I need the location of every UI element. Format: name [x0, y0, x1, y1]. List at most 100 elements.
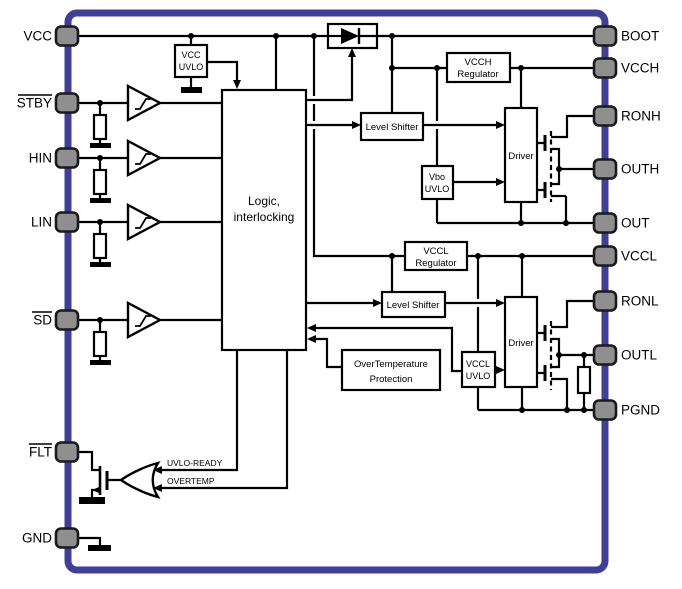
pin-label-gnd: GND: [22, 531, 52, 546]
junction-dot: [188, 33, 194, 39]
junction-dot: [311, 33, 317, 39]
function-blocks: VCC UVLO Logic, interlocking Level Shift…: [173, 43, 539, 392]
hysteresis-icon: [135, 98, 151, 110]
ground-bar-hin: [90, 198, 111, 203]
block-vccl-uvlo: VCCL UVLO: [460, 350, 497, 389]
wire-uvlo-ready: [162, 350, 239, 472]
junction-dot: [389, 33, 395, 39]
ground-bar-sd: [90, 360, 111, 365]
pin-label-ronl: RONL: [621, 294, 659, 309]
junction-dot: [97, 219, 103, 225]
resistor-stby: [92, 113, 108, 141]
block-overtemperature-protection-box: [340, 348, 442, 392]
arrow-vccl-uvlo-out: [496, 366, 505, 374]
block-vcch-regulator-box: [445, 51, 512, 84]
junction-dot: [475, 253, 481, 259]
block-level-shifter-low-label: Level Shifter: [387, 300, 440, 311]
block-vcc-uvlo-label2: UVLO: [179, 62, 204, 72]
signal-uvlo-ready-label: UVLO-READY: [167, 458, 223, 468]
output-stage-high: [543, 131, 553, 202]
pin-pgnd: PGND: [592, 399, 660, 421]
wire-out: [437, 196, 596, 225]
right-pins: BOOT VCCH RONH OUTH OUT VCCL RONL OUTL: [592, 25, 661, 421]
junction-dot: [273, 33, 279, 39]
pin-label-out: OUT: [621, 216, 650, 231]
wire-fb-uvlo: [316, 326, 462, 373]
wires: [78, 34, 596, 545]
junction-dot: [564, 407, 570, 413]
pin-outh: OUTH: [592, 158, 659, 180]
block-vbo-uvlo: Vbo UVLO: [420, 164, 455, 201]
wire-fb-overtemp: [316, 337, 342, 369]
pin-gnd: GND: [22, 527, 80, 549]
wire-vccl: [390, 254, 596, 297]
wire-outh: [551, 147, 596, 186]
ground-symbols: [79, 87, 202, 551]
flt-mosfet-source-arrow: [92, 487, 99, 493]
junction-dot: [563, 220, 569, 226]
junction-dot: [519, 253, 525, 259]
block-vccl-uvlo-label2: UVLO: [466, 371, 491, 381]
bootstrap-diode: [326, 22, 379, 50]
wire-fet-src-low: [551, 377, 569, 410]
junction-dot: [519, 407, 525, 413]
arrow-uvlo-to-logic: [233, 80, 241, 89]
pin-vccl: VCCL: [592, 245, 658, 267]
pin-pad: [54, 309, 80, 331]
block-overtemperature-protection-label2: Protection: [370, 374, 413, 385]
signal-overtemp-label: OVERTEMP: [167, 476, 215, 486]
pin-stby: STBY: [17, 92, 80, 114]
ground-bar-gnd: [88, 545, 111, 551]
junction-dot: [556, 352, 562, 358]
pin-pad: [592, 344, 618, 366]
pin-boot: BOOT: [592, 25, 659, 47]
pin-vcc: VCC: [23, 25, 80, 47]
wire-bootstrap-control: [306, 57, 354, 102]
pin-label-outl: OUTL: [621, 348, 657, 363]
arrow-bootstrap: [348, 48, 356, 57]
block-level-shifter-high-box: [359, 111, 425, 142]
block-overtemperature-protection-label1: OverTemperature: [354, 359, 428, 370]
block-vcch-regulator-label1: VCCH: [465, 57, 492, 68]
wire-vcc-rail: [312, 36, 405, 258]
pin-pad: [54, 25, 80, 47]
pin-pad: [592, 57, 618, 79]
wire-overtemp: [162, 350, 289, 490]
wire-gnd: [78, 536, 102, 545]
block-vcch-regulator-label2: Regulator: [457, 69, 498, 80]
block-driver-low-box: [503, 295, 539, 389]
pin-vcch: VCCH: [592, 57, 659, 79]
block-level-shifter-low-box: [380, 290, 447, 319]
pin-label-lin: LIN: [31, 215, 52, 230]
ground-bar-vcc-uvlo: [181, 87, 202, 93]
wire-vcch: [510, 66, 596, 108]
ground-bar-flt: [79, 497, 105, 504]
ground-bar-lin: [90, 262, 111, 267]
pin-pad: [54, 527, 80, 549]
junction-dot: [97, 155, 103, 161]
pin-outl: OUTL: [592, 344, 657, 366]
block-vccl-regulator-label1: VCCL: [423, 246, 448, 257]
block-driver-high-box: [503, 106, 539, 204]
block-logic: Logic, interlocking: [220, 88, 308, 352]
wire-ronl: [551, 299, 596, 329]
ground-bar-stby: [90, 143, 111, 148]
junction-dot: [389, 253, 395, 259]
junction-dot: [581, 352, 587, 358]
hysteresis-icon: [135, 153, 151, 165]
hysteresis-icon: [135, 315, 151, 327]
junction-dot: [556, 166, 562, 172]
block-vccl-regulator-box: [403, 240, 469, 272]
output-stage-low: [543, 321, 553, 390]
pin-pad: [54, 147, 80, 169]
pin-pad: [592, 105, 618, 127]
wire-ronh: [551, 114, 596, 139]
fault-stage: UVLO-READY OVERTEMP: [92, 458, 223, 499]
resistor-lin: [92, 232, 108, 260]
pin-pad: [592, 245, 618, 267]
pin-out: OUT: [592, 212, 650, 234]
resistor-outl: [576, 365, 592, 395]
junction-dot: [434, 65, 440, 71]
pin-ronh: RONH: [592, 105, 661, 127]
